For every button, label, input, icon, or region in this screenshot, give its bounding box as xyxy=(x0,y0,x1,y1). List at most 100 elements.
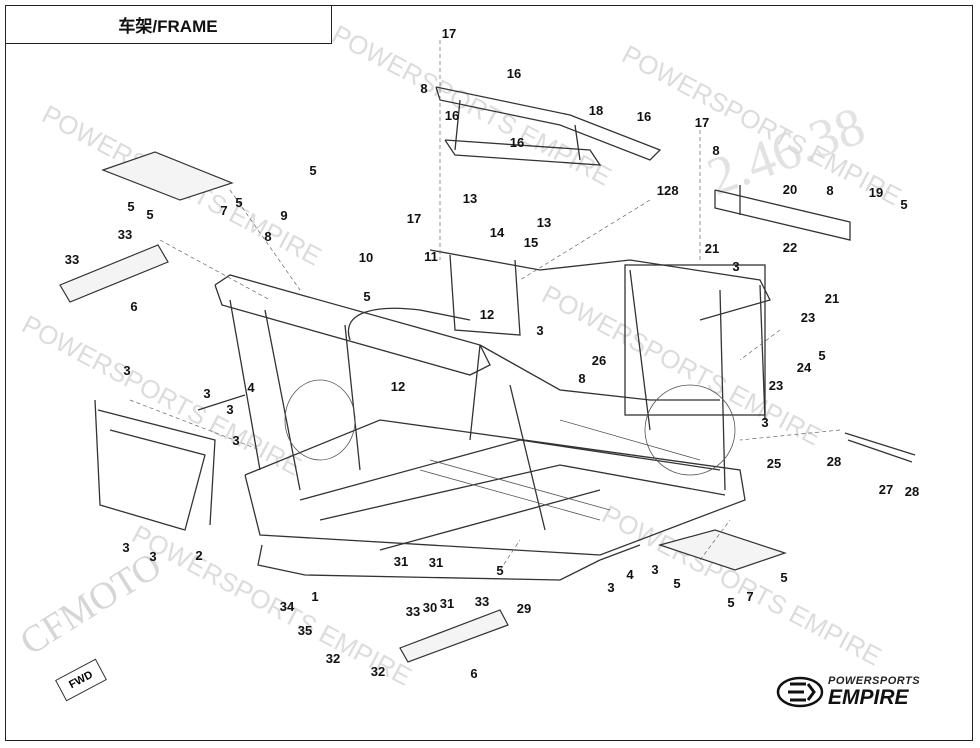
callout-number: 5 xyxy=(727,595,734,610)
callout-number: 34 xyxy=(280,599,295,614)
callout-number: 19 xyxy=(869,185,883,200)
callout-number: 5 xyxy=(673,576,680,591)
callout-number: 16 xyxy=(510,135,524,150)
brand-block: POWERSPORTS EMPIRE xyxy=(776,672,951,712)
callout-number: 21 xyxy=(705,241,719,256)
watermark-text: POWERSPORTS EMPIRE xyxy=(327,19,616,192)
callout-number: 33 xyxy=(406,604,420,619)
callout-number: 5 xyxy=(780,570,787,585)
callout-number: 13 xyxy=(463,191,477,206)
brand-top-text: POWERSPORTS xyxy=(828,675,921,687)
callout-number: 6 xyxy=(130,299,137,314)
callout-number: 28 xyxy=(905,484,919,499)
callout-number: 16 xyxy=(507,66,521,81)
callout-number: 8 xyxy=(578,371,585,386)
callout-number: 5 xyxy=(818,348,825,363)
callout-number: 16 xyxy=(637,109,651,124)
callout-number: 3 xyxy=(123,363,130,378)
rear-crossbar-part-27 xyxy=(844,432,916,456)
callout-number: 5 xyxy=(309,163,316,178)
callout-number: 8 xyxy=(671,183,678,198)
powersports-empire-logo-icon xyxy=(776,676,824,708)
callout-number: 3 xyxy=(651,562,658,577)
callout-number: 3 xyxy=(607,580,614,595)
bracket-part-4 xyxy=(197,394,246,411)
callout-number: 3 xyxy=(226,402,233,417)
callout-number: 5 xyxy=(127,199,134,214)
diagram-title: 车架/FRAME xyxy=(5,5,332,44)
callout-number: 32 xyxy=(326,651,340,666)
callout-number: 30 xyxy=(423,600,437,615)
watermark-text: POWERSPORTS EMPIRE xyxy=(597,499,886,672)
callout-number: 8 xyxy=(264,229,271,244)
callout-number: 9 xyxy=(280,208,287,223)
callout-number: 4 xyxy=(626,567,634,582)
main-frame-assembly xyxy=(214,249,771,581)
callout-number: 23 xyxy=(801,310,815,325)
callout-number: 3 xyxy=(232,433,239,448)
footrest-plate-left xyxy=(101,151,234,201)
callout-number: 16 xyxy=(445,108,459,123)
callout-number: 27 xyxy=(879,482,893,497)
callout-number: 23 xyxy=(769,378,783,393)
callout-number: 20 xyxy=(783,182,797,197)
callout-number: 8 xyxy=(420,81,427,96)
callout-number: 24 xyxy=(797,360,812,375)
callout-number: 17 xyxy=(407,211,421,226)
footrest-plate-right xyxy=(657,529,787,571)
callout-number: 26 xyxy=(592,353,606,368)
callout-number: 17 xyxy=(695,115,709,130)
watermark-layer: POWERSPORTS EMPIRE POWERSPORTS EMPIRE PO… xyxy=(17,19,906,692)
callout-number: 31 xyxy=(394,554,408,569)
callout-number: 5 xyxy=(363,289,370,304)
callout-number: 29 xyxy=(517,601,531,616)
callout-number: 8 xyxy=(826,183,833,198)
callout-number: 12 xyxy=(480,307,494,322)
assembly-guide-lines xyxy=(129,40,841,571)
callout-number: 7 xyxy=(746,589,753,604)
rear-bracket-part-20 xyxy=(714,185,851,241)
callout-number: 1 xyxy=(311,589,318,604)
callout-number: 14 xyxy=(490,225,505,240)
brand-bottom-text: EMPIRE xyxy=(828,686,909,709)
fwd-label: FWD xyxy=(67,668,95,692)
callout-number: 8 xyxy=(712,143,719,158)
callout-number: 17 xyxy=(442,26,456,41)
callout-number: 3 xyxy=(203,386,210,401)
front-bumper-part-2 xyxy=(94,399,206,531)
callout-number: 25 xyxy=(767,456,781,471)
watermark-text: POWERSPORTS EMPIRE xyxy=(17,309,306,482)
callout-number: 5 xyxy=(146,207,153,222)
callout-number: 12 xyxy=(657,183,671,198)
skid-plate-front xyxy=(399,609,509,663)
callout-number: 2 xyxy=(195,548,202,563)
callout-number: 33 xyxy=(65,252,79,267)
callout-number: 10 xyxy=(359,250,373,265)
callout-number: 6 xyxy=(470,666,477,681)
callout-number: 35 xyxy=(298,623,312,638)
callout-number: 12 xyxy=(391,379,405,394)
callout-number: 7 xyxy=(220,203,227,218)
callout-number: 3 xyxy=(536,323,543,338)
callout-number: 22 xyxy=(783,240,797,255)
callout-number: 18 xyxy=(589,103,603,118)
callout-number: 3 xyxy=(149,549,156,564)
callout-number: 3 xyxy=(122,540,129,555)
callout-number: 31 xyxy=(440,596,454,611)
callout-number: 11 xyxy=(424,249,438,264)
callout-number: 32 xyxy=(371,664,385,679)
callout-number: 33 xyxy=(475,594,489,609)
callout-number: 3 xyxy=(761,415,768,430)
callout-number: 4 xyxy=(247,380,255,395)
skid-plate-left xyxy=(59,244,169,303)
callout-number: 31 xyxy=(429,555,443,570)
callout-number: 3 xyxy=(732,259,739,274)
callout-number: 33 xyxy=(118,227,132,242)
callout-number: 5 xyxy=(496,563,503,578)
callout-number: 21 xyxy=(825,291,839,306)
diagram-border xyxy=(5,5,973,741)
callout-number: 13 xyxy=(537,215,551,230)
